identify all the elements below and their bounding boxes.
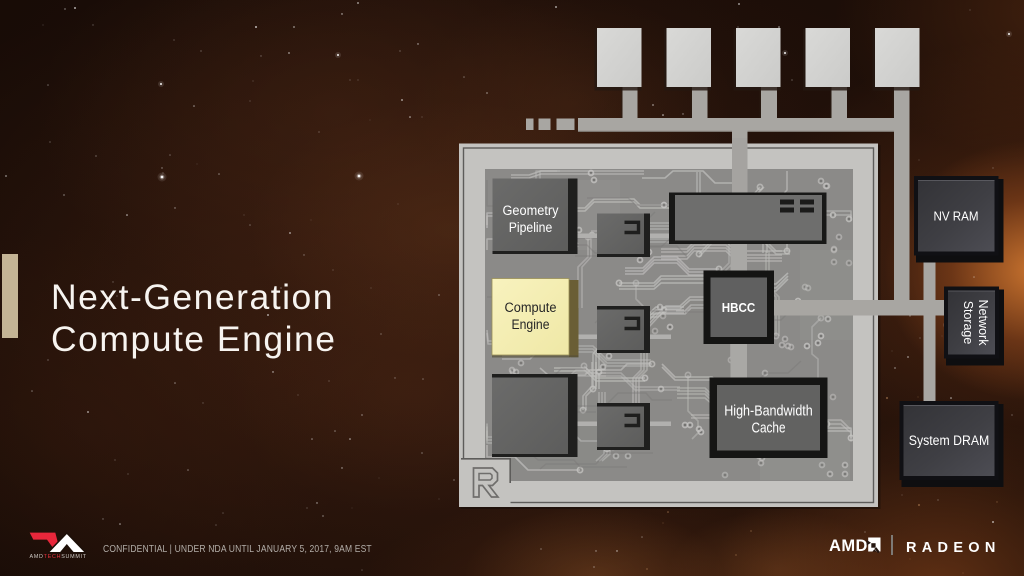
svg-text:System DRAM: System DRAM: [909, 433, 990, 448]
svg-text:Geometry: Geometry: [503, 203, 559, 218]
svg-text:High-Bandwidth: High-Bandwidth: [724, 404, 813, 420]
svg-text:NV RAM: NV RAM: [934, 209, 979, 224]
svg-text:Compute: Compute: [505, 300, 557, 315]
svg-text:Storage: Storage: [961, 301, 975, 345]
svg-text:HBCC: HBCC: [722, 300, 756, 315]
svg-text:Network: Network: [976, 300, 990, 347]
svg-text:Cache: Cache: [752, 421, 786, 437]
svg-text:Engine: Engine: [512, 317, 550, 332]
svg-text:Pipeline: Pipeline: [509, 220, 553, 235]
